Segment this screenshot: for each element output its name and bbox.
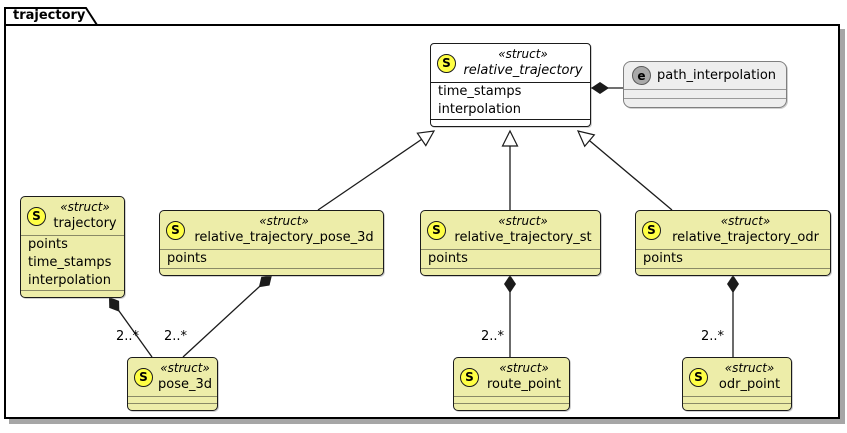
attributes-compartment: time_stamps interpolation	[431, 82, 590, 119]
composition-diamond-icon	[504, 275, 516, 293]
struct-spot-icon: S	[166, 220, 185, 240]
class-name: pose_3d	[158, 377, 212, 392]
attribute: time_stamps	[438, 84, 522, 99]
class-route-point[interactable]: S «struct» route_point	[453, 357, 570, 411]
struct-spot-icon: S	[689, 367, 708, 387]
enum-header: e path_interpolation	[624, 62, 786, 89]
methods-compartment	[21, 290, 124, 297]
composition-line-rel-pose-3d	[182, 274, 273, 358]
attributes-compartment: points time_stamps interpolation	[21, 235, 124, 290]
composition-diamond-icon	[258, 275, 272, 288]
multiplicity-label: 2..*	[701, 329, 725, 344]
class-name: relative_trajectory_pose_3d	[194, 230, 374, 245]
stereotype-label: «struct»	[160, 361, 210, 375]
stereotype-label: «struct»	[259, 214, 309, 228]
multiplicity-label: 2..*	[164, 329, 188, 344]
enum-values-compartment	[624, 89, 786, 98]
attribute: points	[167, 251, 207, 266]
class-name: relative_trajectory_odr	[672, 230, 819, 245]
class-name: route_point	[486, 377, 561, 392]
class-trajectory[interactable]: S «struct» trajectory points time_stamps…	[20, 196, 125, 298]
methods-compartment	[454, 403, 569, 410]
class-header: S «struct» odr_point	[683, 358, 791, 396]
composition-diamond-icon	[109, 297, 120, 312]
generalization-arrowhead-icon	[576, 130, 596, 148]
class-titles: «struct» trajectory	[51, 200, 119, 232]
class-header: S «struct» relative_trajectory	[431, 44, 590, 82]
stereotype-label: «struct»	[724, 361, 775, 375]
methods-compartment	[128, 403, 217, 410]
class-header: S «struct» pose_3d	[128, 358, 217, 396]
class-header: S «struct» relative_trajectory_pose_3d	[160, 211, 383, 249]
methods-compartment	[683, 403, 791, 410]
attribute: interpolation	[438, 102, 521, 117]
struct-spot-icon: S	[437, 53, 456, 73]
methods-compartment	[160, 268, 383, 275]
attributes-compartment	[454, 396, 569, 403]
package-title: trajectory	[13, 8, 86, 23]
attributes-compartment	[683, 396, 791, 403]
enum-name: path_interpolation	[657, 68, 777, 83]
struct-spot-icon: S	[642, 220, 661, 240]
attributes-compartment: points	[421, 249, 600, 268]
class-titles: «struct» odr_point	[713, 361, 786, 393]
methods-compartment	[431, 119, 590, 126]
generalization-arrowhead-icon	[501, 129, 519, 147]
class-titles: «struct» relative_trajectory_pose_3d	[190, 214, 378, 246]
class-odr-point[interactable]: S «struct» odr_point	[682, 357, 792, 411]
package-tab	[4, 7, 99, 26]
class-relative-trajectory[interactable]: S «struct» relative_trajectory time_stam…	[430, 43, 591, 127]
stereotype-label: «struct»	[498, 214, 548, 228]
class-relative-trajectory-pose-3d[interactable]: S «struct» relative_trajectory_pose_3d p…	[159, 210, 384, 276]
enum-path-interpolation[interactable]: e path_interpolation	[623, 61, 787, 108]
attribute: time_stamps	[28, 255, 112, 270]
composition-diamond-icon	[727, 275, 739, 293]
methods-compartment	[421, 268, 600, 275]
stereotype-label: «struct»	[60, 200, 110, 214]
composition-diamond-icon	[591, 82, 609, 94]
class-titles: «struct» relative_trajectory_st	[451, 214, 595, 246]
class-titles: «struct» relative_trajectory	[461, 47, 585, 79]
attribute: points	[28, 237, 68, 252]
enum-spot-icon: e	[632, 66, 651, 85]
attribute: points	[643, 251, 683, 266]
class-name: odr_point	[718, 377, 781, 392]
multiplicity-label: 2..*	[481, 329, 505, 344]
class-relative-trajectory-odr[interactable]: S «struct» relative_trajectory_odr point…	[635, 210, 831, 276]
attribute: interpolation	[28, 273, 111, 288]
class-name: relative_trajectory_st	[454, 230, 592, 245]
class-titles: «struct» route_point	[484, 361, 564, 393]
class-header: S «struct» relative_trajectory_odr	[636, 211, 830, 249]
struct-spot-icon: S	[427, 220, 446, 240]
methods-compartment	[636, 268, 830, 275]
attributes-compartment: points	[160, 249, 383, 268]
class-relative-trajectory-st[interactable]: S «struct» relative_trajectory_st points	[420, 210, 601, 276]
struct-spot-icon: S	[460, 367, 479, 387]
stereotype-label: «struct»	[499, 361, 549, 375]
struct-spot-icon: S	[27, 206, 46, 226]
class-pose-3d[interactable]: S «struct» pose_3d	[127, 357, 218, 411]
class-header: S «struct» trajectory	[21, 197, 124, 235]
class-name: relative_trajectory	[463, 63, 583, 78]
class-header: S «struct» relative_trajectory_st	[421, 211, 600, 249]
enum-methods-compartment	[624, 98, 786, 107]
attribute: points	[428, 251, 468, 266]
class-titles: «struct» relative_trajectory_odr	[666, 214, 825, 246]
generalization-line-odr	[589, 140, 673, 211]
class-titles: «struct» pose_3d	[158, 361, 212, 393]
generalization-arrowhead-icon	[416, 130, 436, 147]
stereotype-label: «struct»	[720, 214, 771, 228]
class-header: S «struct» route_point	[454, 358, 569, 396]
attributes-compartment: points	[636, 249, 830, 268]
attributes-compartment	[128, 396, 217, 403]
class-name: trajectory	[53, 216, 117, 231]
generalization-line-pose-3d	[317, 138, 422, 211]
stereotype-label: «struct»	[498, 47, 548, 61]
multiplicity-label: 2..*	[116, 329, 140, 344]
struct-spot-icon: S	[134, 367, 153, 387]
